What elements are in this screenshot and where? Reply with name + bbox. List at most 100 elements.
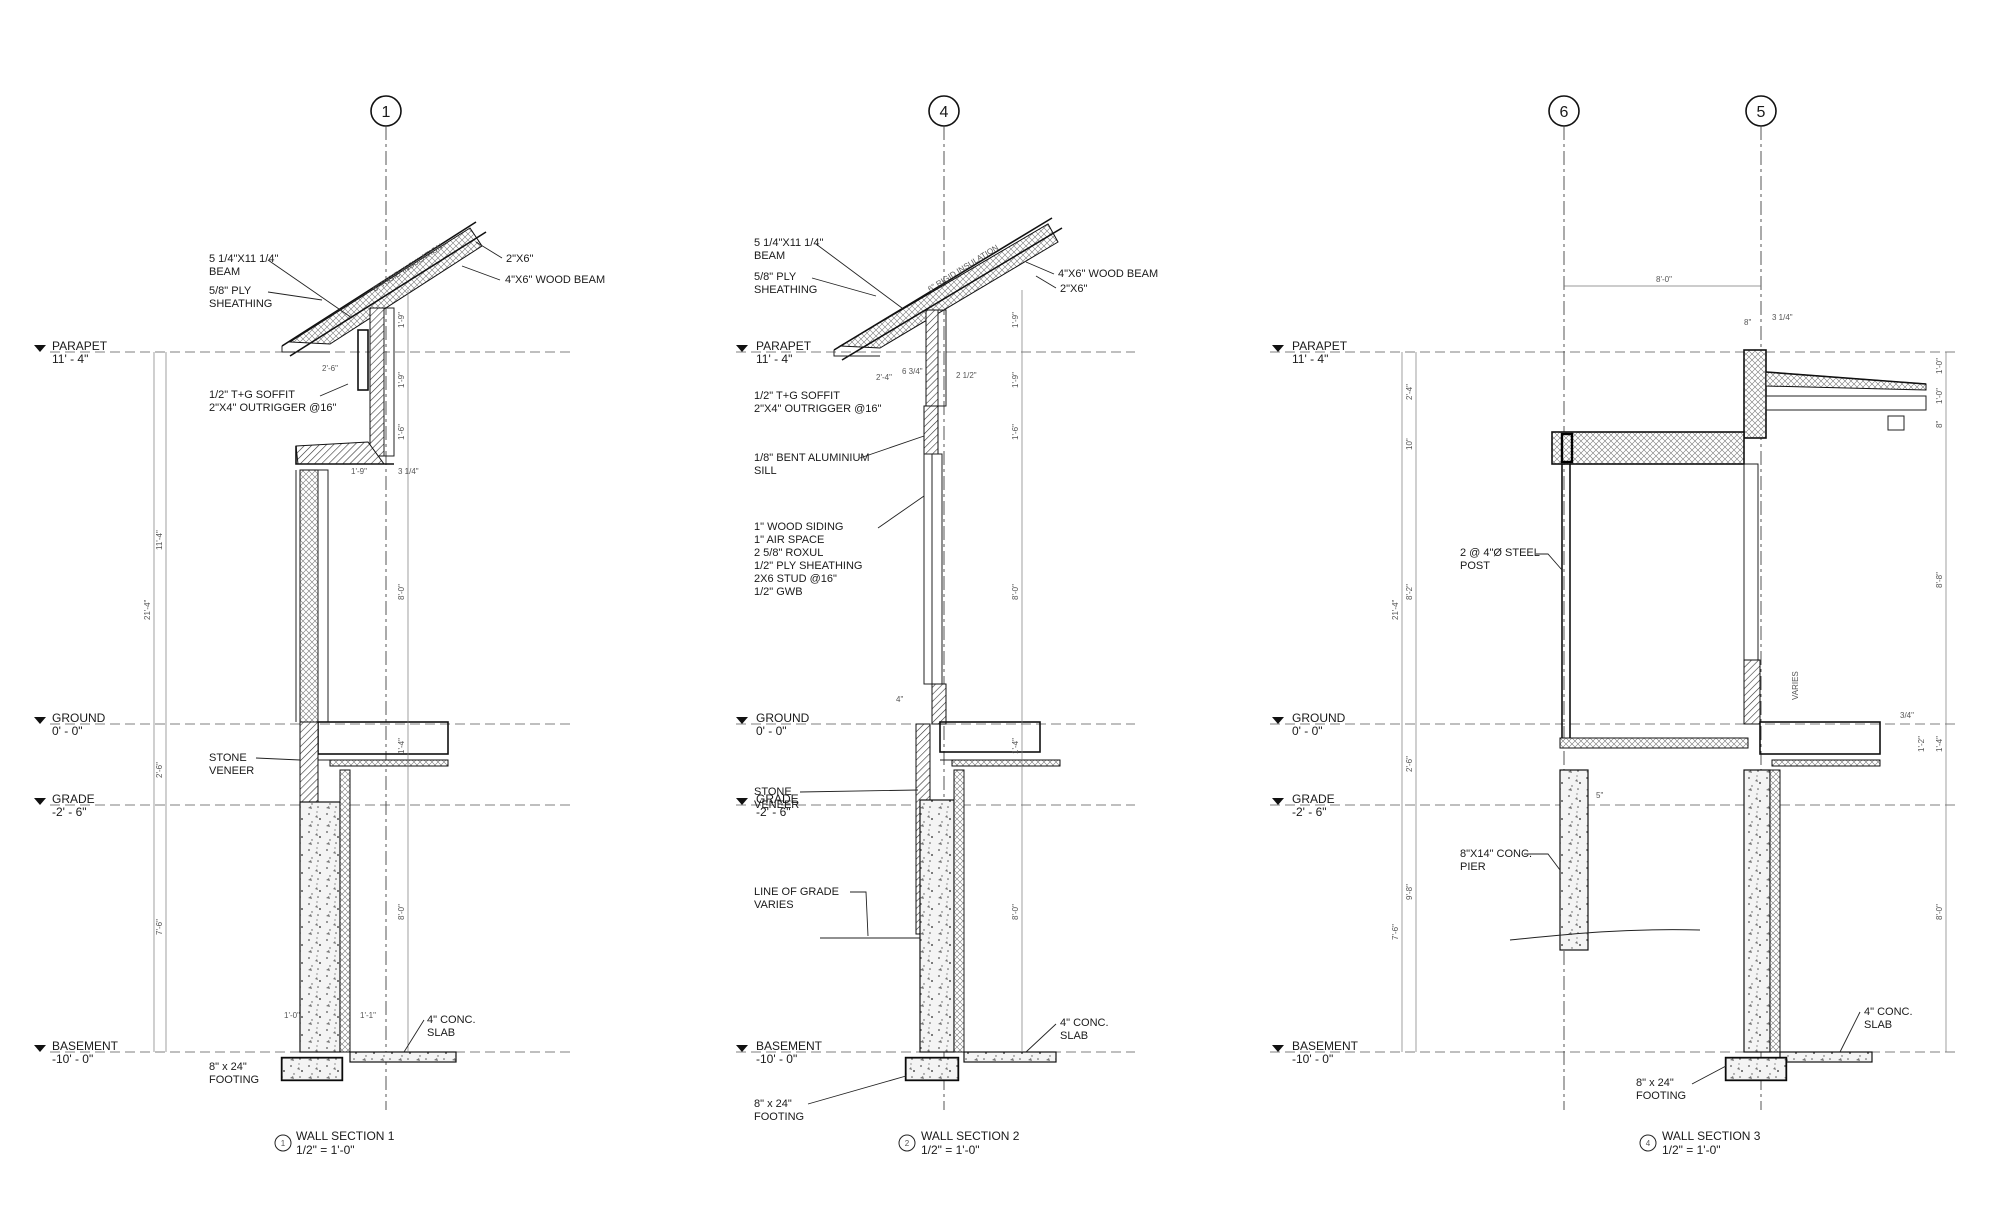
note-beam: BEAM xyxy=(209,266,240,278)
section-scale-1: 1/2" = 1'-0" xyxy=(296,1143,355,1157)
note-rafter: 2"X6" xyxy=(1060,283,1087,295)
roof-assembly: 6" RIGID INSULATION xyxy=(833,217,1063,361)
section-scale-2: 1/2" = 1'-0" xyxy=(921,1143,980,1157)
level-name-parapet: PARAPET xyxy=(1292,339,1348,353)
dim-r7: 8'-0" xyxy=(1935,904,1944,920)
section-scale-3: 1/2" = 1'-0" xyxy=(1662,1143,1721,1157)
note-wall-6: 1/2" GWB xyxy=(754,586,803,598)
dim-s1: 2'-6" xyxy=(322,364,338,373)
dimensions-section-1: 1'-9" 1'-9" 1'-6" 8'-0" 1'-4" 8'-0" 11'-… xyxy=(143,290,419,1052)
level-name-grade: GRADE xyxy=(1292,792,1335,806)
dim-s2: 6 3/4" xyxy=(902,367,923,376)
dim-s4: 1'-0" xyxy=(284,1011,300,1020)
note-wall-2: 1" AIR SPACE xyxy=(754,534,824,546)
dim-s4: 4" xyxy=(896,695,903,704)
dim-s1: 2'-4" xyxy=(876,373,892,382)
dim-t2: 8" xyxy=(1744,318,1751,327)
note-wall-5: 2X6 STUD @16" xyxy=(754,573,837,585)
level-elev-grade: -2' - 6" xyxy=(52,805,87,819)
dim-o3: 2'-6" xyxy=(155,762,164,778)
level-tags-section-2: PARAPET 11' - 4" GROUND 0' - 0" GRADE -2… xyxy=(736,339,823,1066)
level-name-basement: BASEMENT xyxy=(1292,1039,1359,1053)
note-footing: 8" x 24" xyxy=(754,1098,792,1110)
section-number-2: 2 xyxy=(905,1139,910,1148)
dimensions-section-3: 2'-4" 10" 8'-2" 2'-6" 9'-8" 21'-4" 7'-6"… xyxy=(1391,352,1947,1052)
level-name-parapet: PARAPET xyxy=(756,339,812,353)
note-pier-2: PIER xyxy=(1460,861,1486,873)
dimensions-section-2: 1'-9" 1'-9" 1'-6" 8'-0" 1'-4" 8'-0" 2'-4… xyxy=(876,290,1023,1052)
note-beam-size: 5 1/4"X11 1/4" xyxy=(754,237,823,249)
section-title-text-2: WALL SECTION 2 xyxy=(921,1129,1020,1143)
note-grade-2: VARIES xyxy=(754,899,794,911)
dim-r3: 8" xyxy=(1935,421,1944,428)
level-elev-ground: 0' - 0" xyxy=(1292,724,1323,738)
section-title-text-3: WALL SECTION 3 xyxy=(1662,1129,1761,1143)
section-title-1: 1 WALL SECTION 1 1/2" = 1'-0" xyxy=(274,1129,395,1157)
note-wall-3: 2 5/8" ROXUL xyxy=(754,547,823,559)
dim-r5: 1'-4" xyxy=(1935,736,1944,752)
dim-o1: 2'-4" xyxy=(1405,384,1414,400)
notes-section-3: 2 @ 4"Ø STEEL POST 8"X14" CONC. PIER 4" … xyxy=(1460,547,1913,1102)
dim-r6: 1'-2" xyxy=(1917,736,1926,752)
note-slab-2: SLAB xyxy=(427,1027,455,1039)
note-post-2: POST xyxy=(1460,560,1490,572)
note-ply-2: SHEATHING xyxy=(209,298,272,310)
level-elev-parapet: 11' - 4" xyxy=(52,352,88,366)
dim-d2: 1'-9" xyxy=(1011,372,1020,388)
dim-d6: 8'-0" xyxy=(397,904,406,920)
level-name-parapet: PARAPET xyxy=(52,339,108,353)
notes-section-2: 5 1/4"X11 1/4" BEAM 5/8" PLY SHEATHING 2… xyxy=(754,237,1158,1123)
dim-p2: 3/4" xyxy=(1900,711,1914,720)
note-wall-1: 1" WOOD SIDING xyxy=(754,521,843,533)
level-name-ground: GROUND xyxy=(52,711,106,725)
level-elev-ground: 0' - 0" xyxy=(756,724,787,738)
dim-r2: 1'-0" xyxy=(1935,388,1944,404)
section-title-2: 2 WALL SECTION 2 1/2" = 1'-0" xyxy=(898,1129,1020,1157)
note-grade: LINE OF GRADE xyxy=(754,886,839,898)
note-slab: 4" CONC. xyxy=(427,1014,476,1026)
note-footing-2: FOOTING xyxy=(1636,1090,1686,1102)
grid-marker-6: 6 xyxy=(1560,104,1569,121)
dim-d4: 8'-0" xyxy=(397,584,406,600)
wall-section-2: 6" RIGID INSULATION 1'-9" 1'-9" 1'-6" 8'… xyxy=(754,217,1158,1157)
dim-s5: 1'-1" xyxy=(360,1011,376,1020)
level-elev-grade: -2' - 6" xyxy=(1292,805,1327,819)
note-pier: 8"X14" CONC. xyxy=(1460,848,1532,860)
dim-t3: 3 1/4" xyxy=(1772,313,1793,322)
dim-s3: 2 1/2" xyxy=(956,371,977,380)
note-soffit: 1/2" T+G SOFFIT xyxy=(209,389,295,401)
note-ply: 5/8" PLY xyxy=(209,285,252,297)
dim-top: 8'-0" xyxy=(1656,275,1672,284)
level-elev-parapet: 11' - 4" xyxy=(756,352,792,366)
grid-markers: 1 4 6 5 xyxy=(370,95,1777,1110)
dim-o2: 21'-4" xyxy=(143,599,152,620)
note-footing-2: FOOTING xyxy=(754,1111,804,1123)
dim-o2: 10" xyxy=(1405,438,1414,450)
note-stone-2: VENEER xyxy=(209,765,254,777)
dim-o4: 21'-4" xyxy=(1391,599,1400,620)
dim-o5: 2'-6" xyxy=(1405,756,1414,772)
note-stone-2: VENEER xyxy=(754,799,799,811)
note-beam-size: 5 1/4"X11 1/4" xyxy=(209,253,278,265)
level-elev-basement: -10' - 0" xyxy=(52,1052,93,1066)
note-beam: BEAM xyxy=(754,250,785,262)
dim-varies: VARIES xyxy=(1791,671,1800,700)
note-footing: 8" x 24" xyxy=(1636,1077,1674,1089)
dim-d4: 8'-0" xyxy=(1011,584,1020,600)
dim-s3: 3 1/4" xyxy=(398,467,419,476)
section-title-text-1: WALL SECTION 1 xyxy=(296,1129,395,1143)
note-footing: 8" x 24" xyxy=(209,1061,247,1073)
note-outrigger: 2"X4" OUTRIGGER @16" xyxy=(754,403,882,415)
section-number-1: 1 xyxy=(281,1139,286,1148)
dim-o3: 8'-2" xyxy=(1405,584,1414,600)
note-ply: 5/8" PLY xyxy=(754,271,797,283)
note-wood-beam: 4"X6" WOOD BEAM xyxy=(505,274,605,286)
note-sill-2: SILL xyxy=(754,465,777,477)
level-name-basement: BASEMENT xyxy=(52,1039,119,1053)
note-slab-2: SLAB xyxy=(1864,1019,1892,1031)
level-elev-basement: -10' - 0" xyxy=(1292,1052,1333,1066)
note-slab: 4" CONC. xyxy=(1060,1017,1109,1029)
dim-d1: 1'-9" xyxy=(1011,312,1020,328)
dim-o1: 11'-4" xyxy=(155,530,164,550)
wall-section-3: 8'-0" 8" 3 1/4" 2' xyxy=(1391,275,1947,1157)
